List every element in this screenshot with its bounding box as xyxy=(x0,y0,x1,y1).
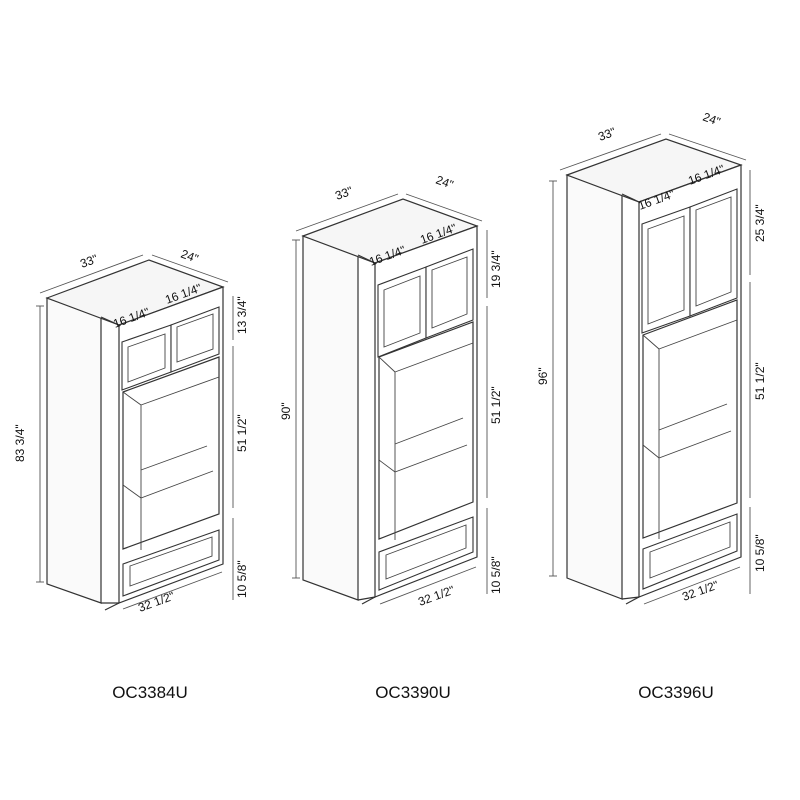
cabinet-oc3390u: 33" 24" 16 1/4" 16 1/4" 90" 19 3/4" 51 1… xyxy=(279,173,503,609)
interior-width-label: 32 1/2" xyxy=(680,578,720,604)
depth-label: 24" xyxy=(701,110,722,129)
height-label: 90" xyxy=(279,402,293,420)
model-name: OC3390U xyxy=(375,683,451,702)
oven-opening xyxy=(122,356,220,550)
dimension-lines xyxy=(549,133,751,605)
upper-door-right xyxy=(425,248,474,339)
dimension-lines xyxy=(36,254,234,610)
dimension-lines xyxy=(292,193,488,605)
width-label: 33" xyxy=(333,184,354,203)
top-section-label: 25 3/4" xyxy=(753,204,767,242)
opening-label: 51 1/2" xyxy=(753,362,767,400)
drawer-label: 10 5/8" xyxy=(489,556,503,594)
top-section-label: 13 3/4" xyxy=(235,296,249,334)
drawer xyxy=(378,516,474,591)
side-panel xyxy=(566,174,623,600)
side-panel xyxy=(46,297,102,604)
opening-label: 51 1/2" xyxy=(489,386,503,424)
height-label: 83 3/4" xyxy=(13,424,27,462)
side-panel xyxy=(302,235,359,601)
oven-opening xyxy=(378,321,474,540)
cabinet-oc3384u: 33" 24" 16 1/4" 16 1/4" 83 3/4" 13 3/4" … xyxy=(13,247,249,615)
interior-width-label: 32 1/2" xyxy=(416,583,456,609)
depth-label: 24" xyxy=(434,173,455,192)
drawer-label: 10 5/8" xyxy=(753,534,767,572)
oven-opening xyxy=(642,299,738,539)
drawer-label: 10 5/8" xyxy=(235,560,249,598)
model-name: OC3396U xyxy=(638,683,714,702)
top-section-label: 19 3/4" xyxy=(489,250,503,288)
height-label: 96" xyxy=(536,367,550,385)
model-name: OC3384U xyxy=(112,683,188,702)
upper-door-right xyxy=(170,306,220,373)
opening-label: 51 1/2" xyxy=(235,414,249,452)
cabinet-oc3396u: 33" 24" 16 1/4" 16 1/4" 96" 25 3/4" 51 1… xyxy=(536,110,767,605)
upper-door-left xyxy=(641,206,691,334)
depth-label: 24" xyxy=(179,247,200,266)
upper-door-right xyxy=(689,188,738,317)
drawer xyxy=(642,513,738,590)
width-label: 33" xyxy=(78,252,99,271)
width-label: 33" xyxy=(596,125,617,144)
